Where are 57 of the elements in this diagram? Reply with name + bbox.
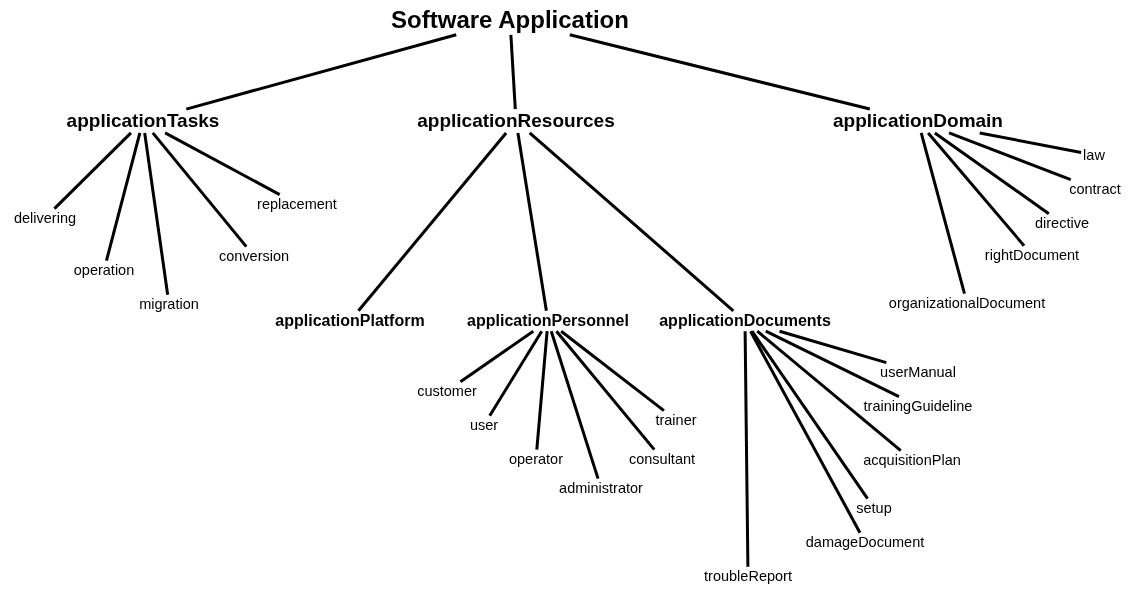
leaf-label: consultant [626,449,698,469]
connector-line [749,330,862,534]
connector-line [105,132,142,262]
category-label: applicationDomain [831,109,1005,133]
leaf-label: user [467,415,501,435]
connector-line [919,132,966,295]
connector-line [488,330,543,417]
connector-line [143,132,170,295]
root-title: Software Application [389,5,631,35]
subcategory-label: applicationDocuments [657,310,833,332]
leaf-label: setup [854,498,894,518]
connector-line [555,330,656,451]
leaf-label: userManual [878,362,958,382]
category-label: applicationResources [415,109,617,133]
connector-line [756,330,902,452]
connector-line [459,329,535,383]
leaf-label: migration [137,294,201,314]
connector-line [357,131,508,312]
leaf-label: trainer [653,410,699,430]
connector-line [743,331,750,567]
leaf-label: replacement [255,194,339,214]
leaf-label: directive [1033,213,1091,233]
connector-line [560,330,665,412]
leaf-label: administrator [557,478,645,498]
connector-line [948,131,1072,182]
connector-line [765,329,900,398]
leaf-label: troubleReport [702,566,794,586]
connector-line [569,33,871,111]
leaf-label: acquisitionPlan [861,450,963,470]
connector-line [53,131,132,210]
subcategory-label: applicationPersonnel [465,310,631,332]
leaf-label: conversion [216,246,292,266]
leaf-label: operator [507,449,565,469]
connector-line [185,33,457,111]
leaf-label: organizationalDocument [886,293,1048,313]
connector-line [528,131,735,312]
connector-line [750,330,869,500]
leaf-label: damageDocument [803,532,927,552]
leaf-label: customer [415,381,479,401]
leaf-label: contract [1067,179,1123,199]
leaf-label: rightDocument [982,245,1082,265]
connector-line [516,132,548,312]
connector-line [549,330,600,480]
connector-line [779,329,887,365]
connector-line [927,131,1026,247]
connector-line [979,131,1082,154]
connector-line [535,331,549,450]
category-label: applicationTasks [64,109,222,133]
leaf-label: law [1081,145,1107,165]
connector-line [933,131,1050,215]
subcategory-label: applicationPlatform [273,310,427,332]
leaf-label: delivering [11,208,79,228]
leaf-label: operation [71,260,137,280]
connector-line [509,34,517,110]
connector-line [164,131,281,196]
connector-line [151,131,248,248]
leaf-label: trainingGuideline [861,396,975,416]
